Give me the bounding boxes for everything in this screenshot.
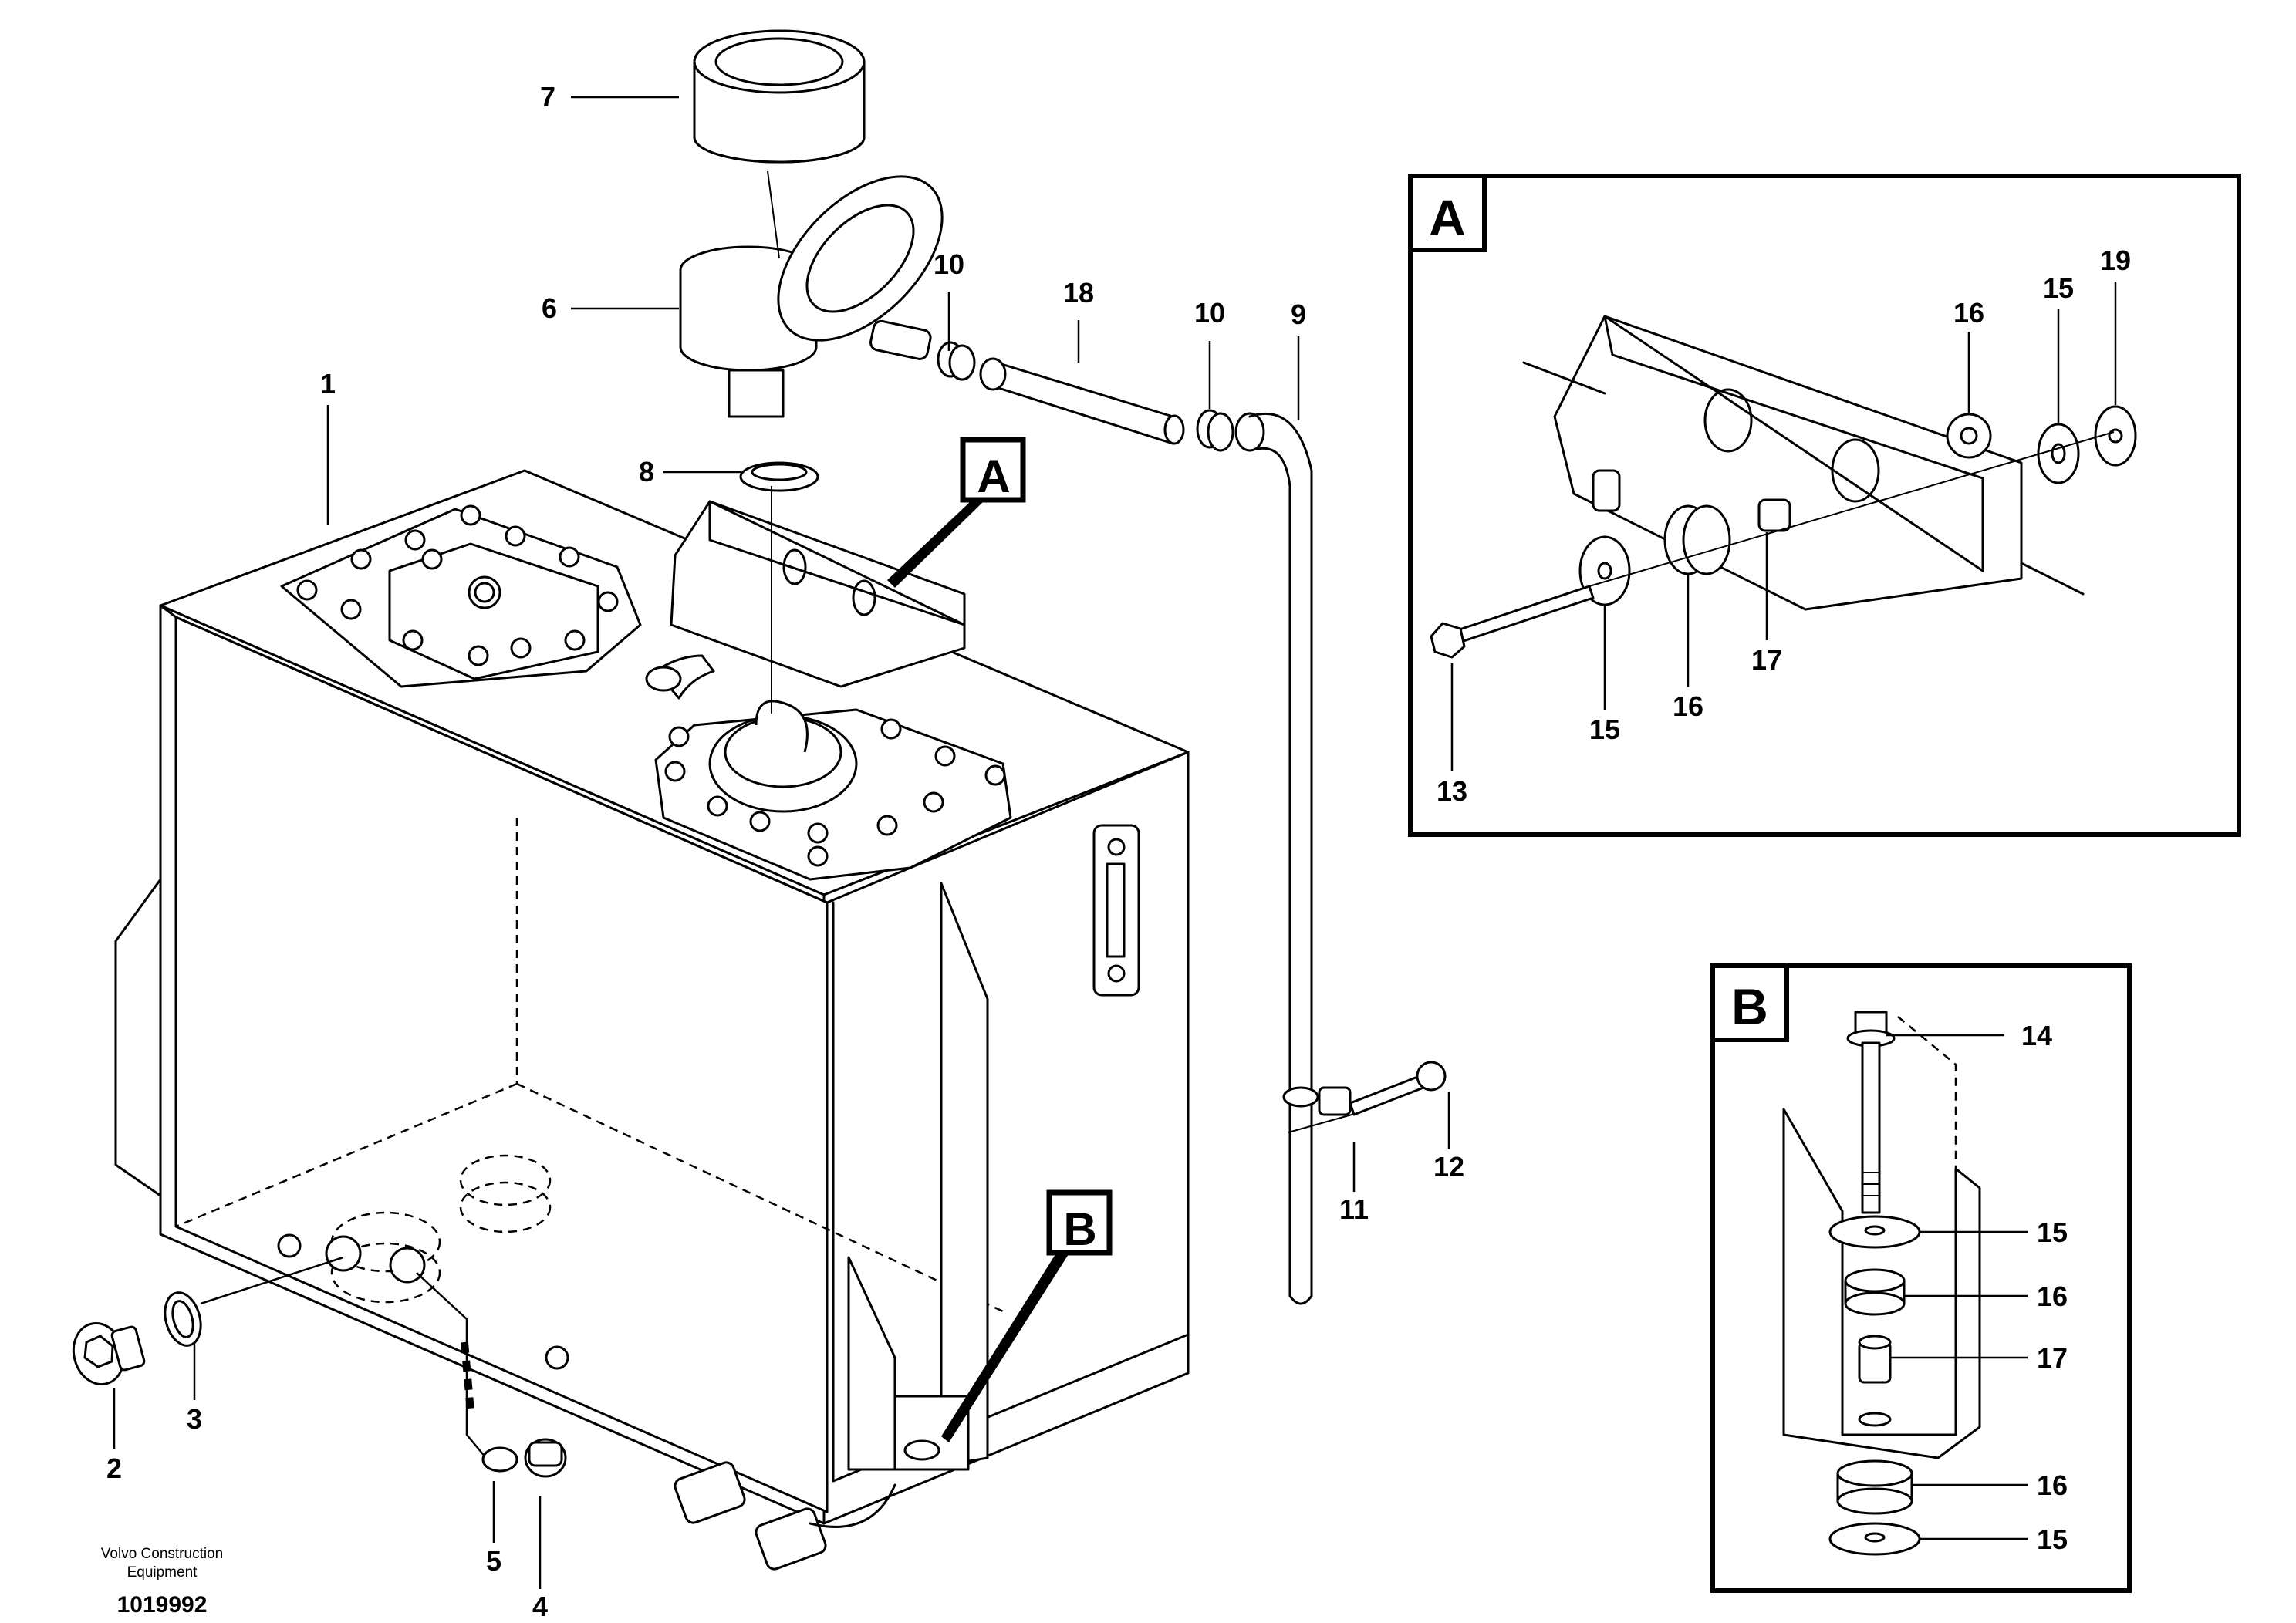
callout-11: 11 — [1339, 1193, 1369, 1225]
drawing-number: 1019992 — [117, 1592, 208, 1618]
detail-a-letter: A — [1429, 189, 1466, 246]
callout-4: 4 — [532, 1591, 548, 1622]
callout-b-15-lower: 15 — [2037, 1523, 2068, 1555]
callout-6: 6 — [542, 292, 557, 324]
detail-b-letter: B — [1731, 978, 1768, 1035]
callout-a-15-lower: 15 — [1589, 714, 1620, 745]
callout-b-15-upper: 15 — [2037, 1216, 2068, 1248]
credit-line-1: Volvo Construction — [101, 1546, 223, 1562]
callout-1: 1 — [320, 368, 336, 400]
callout-a-13: 13 — [1437, 775, 1467, 807]
detail-b-pointer — [941, 1189, 1113, 1442]
callout-18: 18 — [1063, 277, 1094, 309]
hydraulic-tank — [114, 469, 1190, 1571]
detail-b-panel — [1710, 963, 2132, 1593]
main-leader-lines — [113, 96, 1450, 1589]
callout-10-left: 10 — [934, 248, 964, 280]
credit-line-2: Equipment — [127, 1564, 198, 1581]
callout-10-right: 10 — [1194, 297, 1225, 329]
callout-b-16-upper: 16 — [2037, 1281, 2068, 1312]
callout-2: 2 — [106, 1453, 122, 1484]
bolts-right-plate — [664, 718, 1006, 867]
callout-3: 3 — [187, 1403, 202, 1435]
pointer-letter-b: B — [1063, 1203, 1096, 1255]
pointer-letter-a: A — [977, 450, 1010, 502]
main-callout-labels: 7 6 8 1 10 18 10 9 11 12 2 3 5 4 A B — [106, 81, 1464, 1622]
credit-block: Volvo Construction Equipment 1019992 — [101, 1546, 223, 1618]
callout-5: 5 — [486, 1545, 501, 1577]
callout-b-14: 14 — [2021, 1020, 2052, 1051]
callout-a-16-lower: 16 — [1673, 690, 1703, 722]
detail-b-labels: B 14 15 16 17 16 15 — [1731, 978, 2068, 1555]
callout-a-15-upper: 15 — [2043, 272, 2074, 304]
bolts-left-plate — [296, 504, 619, 666]
callout-b-16-lower: 16 — [2037, 1469, 2068, 1501]
callout-a-16-upper: 16 — [1953, 297, 1984, 329]
callout-9: 9 — [1291, 299, 1306, 330]
filler-breather-assembly — [679, 29, 944, 714]
detail-a-pointer — [887, 437, 1026, 588]
callout-12: 12 — [1433, 1151, 1464, 1183]
detail-a-labels: A 13 15 16 17 16 15 19 — [1429, 189, 2131, 807]
detail-a-panel — [1408, 174, 2241, 837]
callout-a-17: 17 — [1751, 644, 1782, 676]
callout-7: 7 — [540, 81, 555, 113]
hose-assembly — [937, 341, 1447, 1305]
callout-b-17: 17 — [2037, 1342, 2068, 1374]
drain-plug-parts — [72, 1291, 567, 1478]
callout-a-19: 19 — [2100, 245, 2131, 276]
callout-8: 8 — [639, 456, 654, 488]
